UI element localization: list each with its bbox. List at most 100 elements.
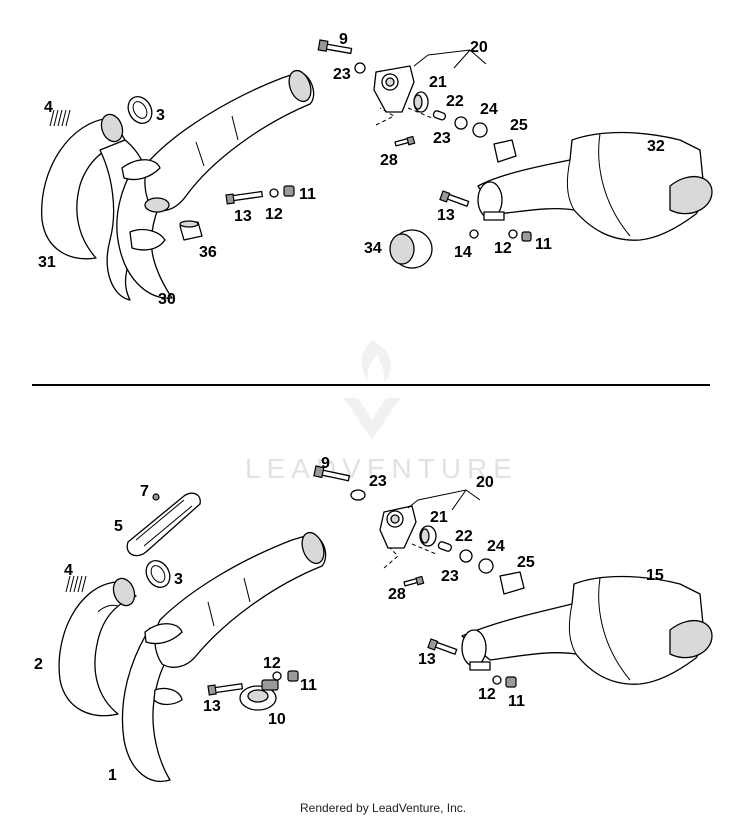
label-23-bottom-b: 23 <box>441 568 459 585</box>
bracket-top <box>373 65 415 113</box>
label-10: 10 <box>268 711 286 728</box>
label-34: 34 <box>364 240 382 257</box>
label-20-top: 20 <box>470 39 488 56</box>
label-7: 7 <box>140 483 149 500</box>
label-22-top: 22 <box>446 93 464 110</box>
ring-34 <box>389 229 433 269</box>
label-9-top: 9 <box>339 31 348 48</box>
washer-23-bottom-b <box>459 549 473 563</box>
washer-14-top <box>469 229 479 239</box>
label-13-top-a: 13 <box>234 208 252 225</box>
label-32: 32 <box>647 138 665 155</box>
bolt-9-top <box>317 39 353 55</box>
label-12-top-a: 12 <box>265 206 283 223</box>
label-12-bottom-a: 12 <box>263 655 281 672</box>
label-28-top: 28 <box>380 152 398 169</box>
label-14: 14 <box>454 244 472 261</box>
label-11-top-b: 11 <box>535 236 552 253</box>
bolt-13-top-left <box>225 190 264 205</box>
label-22-bottom: 22 <box>455 528 473 545</box>
label-1: 1 <box>108 767 117 784</box>
label-25-top: 25 <box>510 117 528 134</box>
bracket-bottom <box>379 505 417 549</box>
leader-20-top <box>413 49 487 69</box>
label-3-bottom: 3 <box>174 571 183 588</box>
label-28-bottom: 28 <box>388 586 406 603</box>
top-assembly: 9 20 23 21 22 24 23 25 28 32 4 3 13 12 1… <box>38 31 713 308</box>
clip-25-top <box>493 139 517 163</box>
label-31: 31 <box>38 254 56 271</box>
bolt-9-bottom <box>313 465 351 482</box>
label-11-bottom-b: 11 <box>508 693 525 710</box>
leader-20-bottom <box>407 489 481 511</box>
clip-25-bottom <box>499 571 525 595</box>
bolt-28-bottom <box>403 575 425 587</box>
nut-11-bottom-right <box>505 676 517 688</box>
nut-11-top-right <box>521 231 532 242</box>
label-30: 30 <box>158 291 176 308</box>
screw-7 <box>152 493 160 501</box>
sleeve-22-top <box>432 110 447 121</box>
bolt-13-top-right <box>439 190 470 207</box>
washer-12-bottom-left <box>272 671 282 681</box>
label-3-top: 3 <box>156 107 165 124</box>
label-4-top: 4 <box>44 99 53 116</box>
label-4-bottom: 4 <box>64 562 73 579</box>
dashed-leader-top <box>375 107 433 126</box>
label-12-top-b: 12 <box>494 240 512 257</box>
washer-12-bottom-right <box>492 675 502 685</box>
clamp-10 <box>239 679 279 711</box>
bolt-13-bottom-right <box>427 638 458 655</box>
label-20-bottom: 20 <box>476 474 494 491</box>
label-9-bottom: 9 <box>321 455 330 472</box>
label-11-bottom-a: 11 <box>300 677 317 694</box>
spring-4 <box>49 109 71 127</box>
label-13-bottom-b: 13 <box>418 651 436 668</box>
watermark-text: LEADVENTURE <box>245 453 518 484</box>
bottom-assembly: 9 23 20 21 22 24 23 25 28 15 7 5 4 3 2 1… <box>34 455 713 784</box>
label-23-top-b: 23 <box>433 130 451 147</box>
sleeve-36 <box>179 220 203 241</box>
label-13-bottom-a: 13 <box>203 698 221 715</box>
label-2: 2 <box>34 656 43 673</box>
label-21-top: 21 <box>429 74 447 91</box>
label-24-top: 24 <box>480 101 498 118</box>
washer-23-top-b <box>454 116 468 130</box>
silencer-15 <box>461 575 713 685</box>
label-15: 15 <box>646 567 664 584</box>
header-pipe-1 <box>121 531 327 782</box>
dashed-leader-bottom <box>383 543 437 569</box>
washer-23-top <box>354 62 366 74</box>
washer-12-top-right <box>508 229 518 239</box>
rubber-mount-21-bottom <box>419 525 437 547</box>
washer-12-top-left <box>269 188 279 198</box>
washer-24-bottom <box>478 558 494 574</box>
label-23-bottom-a: 23 <box>369 473 387 490</box>
header-pipe-2 <box>58 577 137 717</box>
rubber-mount-21-top <box>413 91 429 113</box>
nut-11-bottom-left <box>287 670 299 682</box>
label-21-bottom: 21 <box>430 509 448 526</box>
washer-24-top <box>472 122 488 138</box>
bolt-13-bottom-left <box>207 683 244 696</box>
heat-shield-5 <box>126 492 201 557</box>
spring-4-bottom <box>65 575 87 593</box>
label-12-bottom-b: 12 <box>478 686 496 703</box>
silencer-32 <box>477 131 713 241</box>
bolt-28-top <box>394 135 416 147</box>
gasket-3 <box>127 96 153 124</box>
header-pipe-30 <box>116 69 315 299</box>
gasket-3-bottom <box>145 560 171 588</box>
label-24-bottom: 24 <box>487 538 505 555</box>
nut-11-top-left <box>283 185 295 197</box>
sleeve-22-bottom <box>437 541 453 552</box>
label-36: 36 <box>199 244 217 261</box>
label-23-top-a: 23 <box>333 66 351 83</box>
label-25-bottom: 25 <box>517 554 535 571</box>
leadventure-watermark-logo <box>344 340 400 440</box>
label-11-top-a: 11 <box>299 186 316 203</box>
washer-23-bottom <box>350 489 366 501</box>
label-13-top-b: 13 <box>437 207 455 224</box>
label-5: 5 <box>114 518 123 535</box>
